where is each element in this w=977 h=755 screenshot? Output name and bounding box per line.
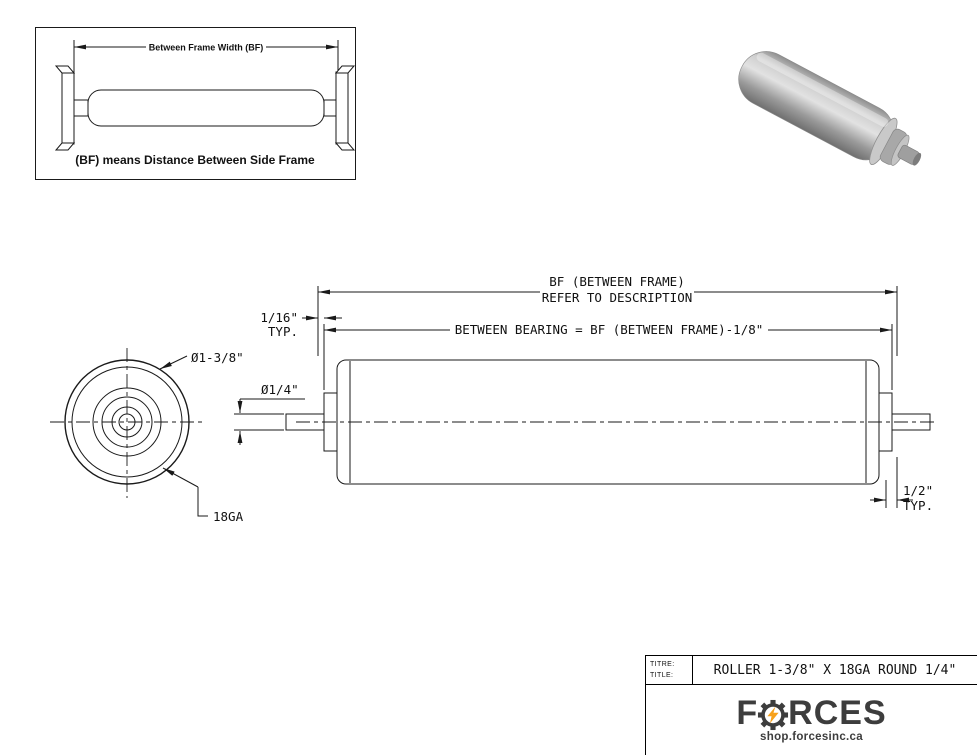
gear-icon: [758, 699, 789, 731]
shaft-diameter-dimension: Ø1/4": [234, 382, 305, 445]
dim-shaft-diameter: Ø1/4": [261, 382, 299, 397]
dim-tube-diameter: Ø1-3/8": [191, 350, 244, 365]
drawing-title: ROLLER 1-3/8" X 18GA ROUND 1/4": [713, 662, 957, 678]
brand-url: shop.forcesinc.ca: [760, 731, 863, 743]
inset-right-frame: [334, 65, 356, 151]
title-label-en: TITLE:: [650, 672, 674, 680]
roller-side-view: [285, 359, 934, 485]
title-label-fr: TITRE:: [650, 660, 675, 668]
inset-left-shaft-stub: [73, 99, 89, 117]
dim-sixteenth-label: 1/16": [260, 310, 298, 325]
tube-od-circle: [64, 359, 190, 485]
half-inch-dimension: 1/2" TYP.: [870, 457, 933, 513]
inset-diagram: Between Frame Width (BF) (BF) means Dist…: [35, 27, 356, 180]
dim-sixteenth-typ: TYP.: [268, 324, 298, 339]
dim-gauge: 18GA: [213, 509, 244, 524]
inset-roller-body: [87, 89, 325, 127]
title-block: TITRE: TITLE: ROLLER 1-3/8" X 18GA ROUND…: [645, 655, 977, 755]
dim-half-label: 1/2": [903, 483, 933, 498]
roller-3d-render: [738, 51, 922, 166]
dim-bf-label-line2: REFER TO DESCRIPTION: [542, 290, 693, 305]
title-labels-cell: TITRE: TITLE:: [646, 656, 693, 684]
brand-row: F RCES shop.f: [646, 685, 977, 754]
logo-letter-f: F: [736, 694, 759, 732]
logo-letters-rces: RCES: [788, 694, 887, 732]
inset-dim-label: Between Frame Width (BF): [149, 43, 263, 53]
dim-bf-label-line1: BF (BETWEEN FRAME): [549, 274, 684, 289]
sixteenth-dimension: 1/16" TYP.: [260, 310, 342, 339]
title-row: TITRE: TITLE: ROLLER 1-3/8" X 18GA ROUND…: [646, 656, 977, 685]
between-bearing-dimension: BETWEEN BEARING = BF (BETWEEN FRAME)-1/8…: [323, 322, 893, 390]
dim-between-bearing-label: BETWEEN BEARING = BF (BETWEEN FRAME)-1/8…: [455, 322, 764, 337]
inset-left-frame: [54, 65, 76, 151]
inset-right-shaft-stub: [323, 99, 337, 117]
lightning-bolt-icon: [767, 706, 779, 724]
dim-half-typ: TYP.: [903, 498, 933, 513]
inset-caption: (BF) means Distance Between Side Frame: [75, 153, 315, 167]
forces-logo: F RCES: [736, 694, 887, 732]
tube-id-circle: [71, 366, 183, 478]
inset-border: [35, 27, 356, 180]
roller-end-view: Ø1-3/8" 18GA: [50, 348, 244, 524]
bf-dimension: BF (BETWEEN FRAME) REFER TO DESCRIPTION: [317, 274, 898, 356]
